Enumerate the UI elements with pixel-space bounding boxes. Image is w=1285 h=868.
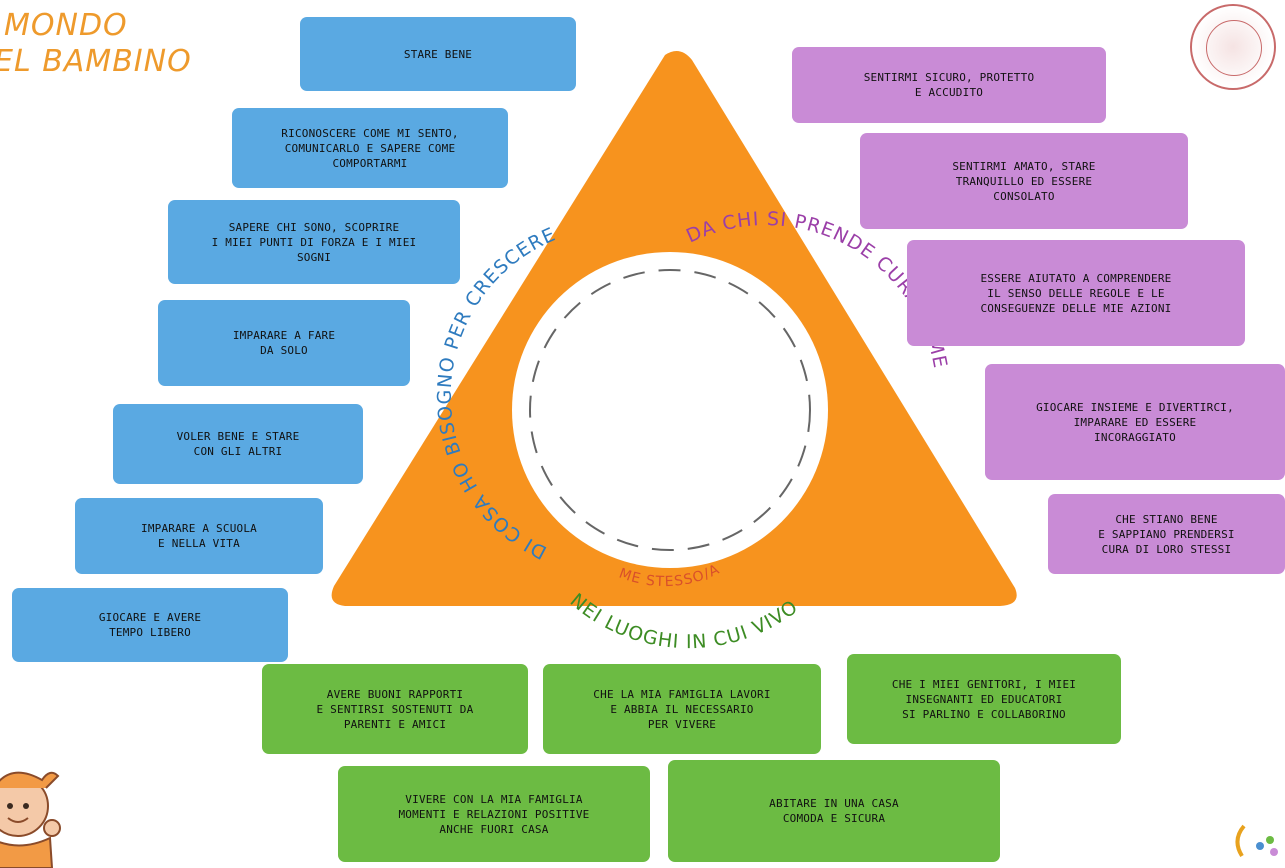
- place-box-rapporti: AVERE BUONI RAPPORTI E SENTIRSI SOSTENUT…: [262, 664, 528, 754]
- need-box-stare-bene: STARE BENE: [300, 17, 576, 91]
- place-box-abitare-casa: ABITARE IN UNA CASA COMODA E SICURA: [668, 760, 1000, 862]
- care-box-amato: SENTIRMI AMATO, STARE TRANQUILLO ED ESSE…: [860, 133, 1188, 229]
- child-illustration: [0, 771, 61, 868]
- place-box-famiglia-lavori: CHE LA MIA FAMIGLIA LAVORI E ABBIA IL NE…: [543, 664, 821, 754]
- care-box-stiano-bene: CHE STIANO BENE E SAPPIANO PRENDERSI CUR…: [1048, 494, 1285, 574]
- need-box-riconoscere: RICONOSCERE COME MI SENTO, COMUNICARLO E…: [232, 108, 508, 188]
- corner-logo: [1235, 824, 1278, 858]
- need-box-giocare-tempo-libero: GIOCARE E AVERE TEMPO LIBERO: [12, 588, 288, 662]
- university-seal-logo: [1190, 4, 1276, 90]
- care-box-giocare-insieme: GIOCARE INSIEME E DIVERTIRCI, IMPARARE E…: [985, 364, 1285, 480]
- place-box-genitori: CHE I MIEI GENITORI, I MIEI INSEGNANTI E…: [847, 654, 1121, 744]
- care-box-regole: ESSERE AIUTATO A COMPRENDERE IL SENSO DE…: [907, 240, 1245, 346]
- center-circle: [512, 252, 828, 568]
- place-box-vivere-famiglia: VIVERE CON LA MIA FAMIGLIA MOMENTI E REL…: [338, 766, 650, 862]
- page-title: MONDO EL BAMBINO: [0, 8, 192, 80]
- need-box-sapere-chi-sono: SAPERE CHI SONO, SCOPRIRE I MIEI PUNTI D…: [168, 200, 460, 284]
- care-box-sicuro: SENTIRMI SICURO, PROTETTO E ACCUDITO: [792, 47, 1106, 123]
- need-box-imparare-a-scuola: IMPARARE A SCUOLA E NELLA VITA: [75, 498, 323, 574]
- dashed-ring: [529, 269, 811, 551]
- need-box-voler-bene: VOLER BENE E STARE CON GLI ALTRI: [113, 404, 363, 484]
- title-line-1: MONDO: [4, 8, 128, 43]
- title-line-2: EL BAMBINO: [0, 44, 192, 79]
- need-box-imparare-da-solo: IMPARARE A FARE DA SOLO: [158, 300, 410, 386]
